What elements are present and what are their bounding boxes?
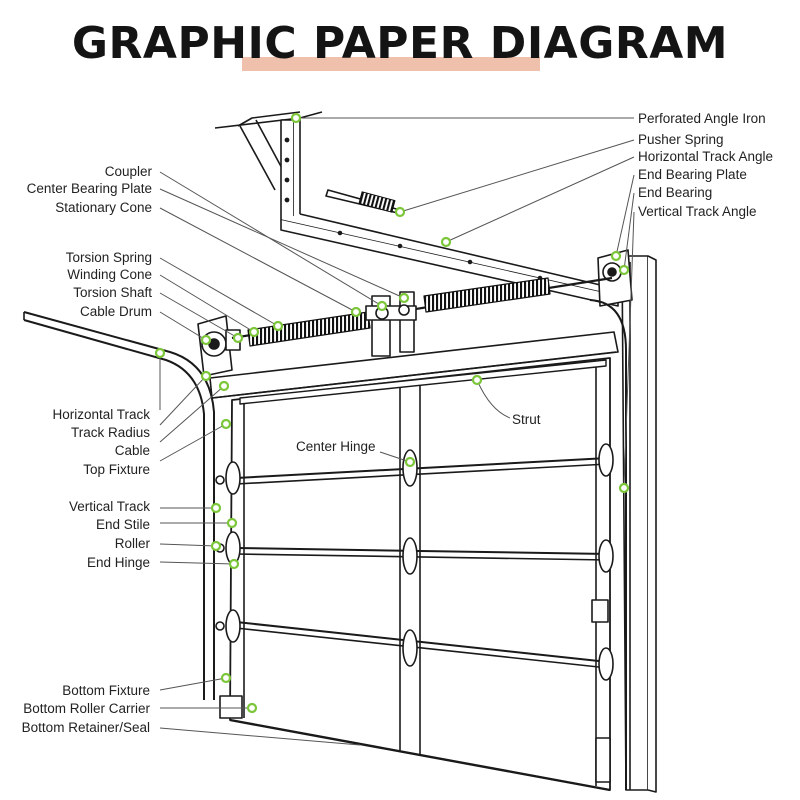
marker[interactable] (398, 292, 410, 304)
label-stationary-cone: Stationary Cone (55, 200, 152, 215)
end-hinges-right-drawing (591, 443, 614, 681)
label-strut: Strut (512, 412, 541, 427)
torsion-spring-right-drawing (423, 277, 551, 313)
label-bottom-retainer-seal: Bottom Retainer/Seal (22, 720, 150, 735)
label-cable-drum: Cable Drum (80, 304, 152, 319)
label-perforated-angle-iron: Perforated Angle Iron (638, 111, 766, 126)
marker[interactable] (440, 236, 452, 248)
center-bearing-plate-drawing (365, 291, 417, 357)
marker[interactable] (290, 112, 302, 124)
label-track-radius: Track Radius (71, 425, 150, 440)
label-horizontal-track-angle: Horizontal Track Angle (638, 149, 773, 164)
label-top-fixture: Top Fixture (83, 462, 150, 477)
end-hinges-left-drawing (215, 461, 241, 643)
end-bearing-plate-drawing (597, 249, 633, 307)
page-title: GRAPHIC PAPER DIAGRAM (71, 18, 729, 69)
label-end-hinge: End Hinge (87, 555, 150, 570)
door-drawing (23, 111, 657, 793)
label-winding-cone: Winding Cone (67, 267, 152, 282)
cable-drum-drawing (197, 315, 241, 377)
title-underline (242, 57, 540, 71)
center-hinges-drawing (402, 449, 418, 667)
label-center-hinge: Center Hinge (296, 439, 376, 454)
marker[interactable] (200, 370, 212, 382)
marker[interactable] (471, 374, 483, 386)
marker[interactable] (226, 517, 238, 529)
perforated-angle-iron-drawing (214, 111, 323, 223)
marker[interactable] (394, 206, 406, 218)
strut-drawing (239, 359, 607, 405)
label-end-bearing-plate: End Bearing Plate (638, 167, 747, 182)
leader-lines (159, 117, 635, 746)
label-end-bearing: End Bearing (638, 185, 712, 200)
door-panels-drawing (229, 357, 611, 791)
horizontal-track-drawing (23, 311, 215, 700)
marker[interactable] (210, 502, 222, 514)
marker[interactable] (618, 264, 630, 276)
marker[interactable] (350, 306, 362, 318)
markers (154, 112, 630, 714)
marker[interactable] (218, 380, 230, 392)
label-torsion-shaft: Torsion Shaft (73, 285, 152, 300)
label-cable: Cable (115, 443, 150, 458)
label-pusher-spring: Pusher Spring (638, 132, 724, 147)
label-torsion-spring: Torsion Spring (66, 250, 152, 265)
label-horizontal-track: Horizontal Track (52, 407, 150, 422)
bottom-retainer-seal-drawing (229, 718, 611, 792)
marker[interactable] (228, 558, 240, 570)
marker[interactable] (610, 250, 622, 262)
marker[interactable] (376, 300, 388, 312)
marker[interactable] (404, 456, 416, 468)
label-bottom-fixture: Bottom Fixture (62, 683, 150, 698)
label-center-bearing-plate: Center Bearing Plate (27, 181, 152, 196)
marker[interactable] (210, 540, 222, 552)
marker[interactable] (232, 332, 244, 344)
torsion-spring-left-drawing (247, 311, 371, 347)
marker[interactable] (248, 326, 260, 338)
label-roller: Roller (115, 536, 151, 551)
marker[interactable] (246, 702, 258, 714)
label-end-stile: End Stile (96, 517, 150, 532)
marker[interactable] (618, 482, 630, 494)
pusher-spring-drawing (325, 189, 403, 215)
label-vertical-track-angle: Vertical Track Angle (638, 204, 757, 219)
vertical-track-angle-drawing (621, 255, 657, 793)
marker[interactable] (220, 672, 232, 684)
labels: Perforated Angle Iron Pusher Spring Hori… (22, 111, 773, 735)
label-vertical-track: Vertical Track (69, 499, 150, 514)
marker[interactable] (272, 320, 284, 332)
marker[interactable] (154, 347, 166, 359)
label-bottom-roller-carrier: Bottom Roller Carrier (23, 701, 150, 716)
marker[interactable] (200, 334, 212, 346)
marker[interactable] (220, 418, 232, 430)
bottom-fixture-drawing (219, 695, 611, 783)
label-coupler: Coupler (105, 164, 153, 179)
